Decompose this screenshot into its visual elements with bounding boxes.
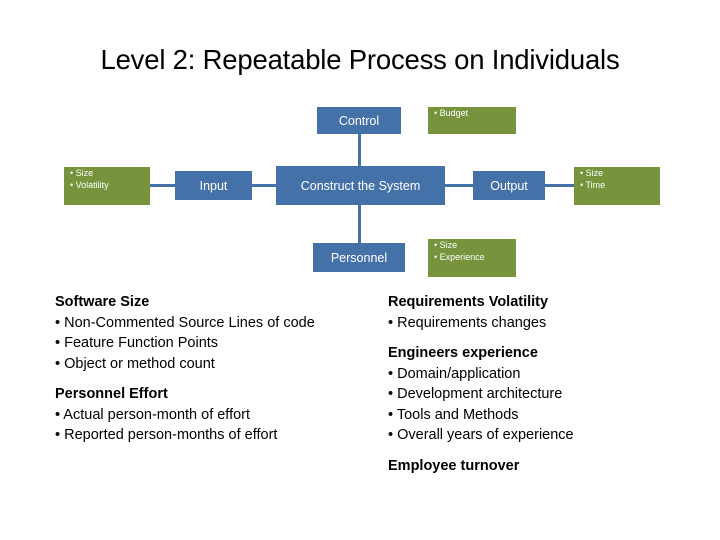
notes-right-bullet-domain-application: • Domain/application [388, 365, 521, 382]
input-box-label: Input [199, 178, 228, 193]
process-box[interactable]: Construct the System [276, 166, 445, 205]
input-attr-volatility: • Volatility [70, 180, 109, 190]
output-box-label: Output [490, 178, 528, 193]
notes-right-bullet-development-architecture: • Development architecture [388, 386, 563, 402]
control-attr-budget: • Budget [434, 108, 469, 118]
connector-process-to-output [445, 184, 473, 187]
notes-right-heading-employee-turnover: Employee turnover [388, 457, 520, 474]
notes-left-heading-personnel-effort: Personnel Effort [55, 386, 168, 402]
notes-right-bullet-years-experience: • Overall years of experience [388, 427, 574, 443]
personnel-attr-experience: • Experience [434, 252, 485, 262]
page-title: Level 2: Repeatable Process on Individua… [100, 44, 620, 75]
notes-left-heading-software-size: Software Size [55, 294, 150, 310]
notes-left-bullet-reported-effort: • Reported person-months of effort [55, 427, 278, 443]
personnel-box-label: Personnel [330, 250, 388, 265]
input-attributes-box[interactable]: • Size • Volatility [64, 167, 150, 205]
notes-left-bullet-object-count: • Object or method count [55, 355, 215, 372]
notes-right-bullet-requirements-changes: • Requirements changes [388, 314, 547, 331]
notes-right-bullet-tools-methods: • Tools and Methods [388, 406, 519, 423]
notes-left-bullet-actual-effort: • Actual person-month of effort [55, 406, 251, 423]
process-box-label: Construct the System [300, 178, 421, 193]
notes-right-spacer-1 [388, 333, 708, 343]
notes-right-heading-engineers-experience: Engineers experience [388, 345, 538, 361]
input-box[interactable]: Input [175, 171, 252, 200]
connector-output-to-attrs [545, 184, 574, 187]
output-box[interactable]: Output [473, 171, 545, 200]
personnel-attributes-box[interactable]: • Size • Experience [428, 239, 516, 277]
control-box[interactable]: Control [317, 107, 401, 134]
notes-left-bullet-function-points: • Feature Function Points [55, 335, 219, 351]
notes-left-column: Software Size • Non-Commented Source Lin… [55, 292, 385, 446]
notes-right-heading-requirements-volatility: Requirements Volatility [388, 294, 549, 310]
input-attr-size: • Size [70, 168, 94, 178]
control-attributes-box[interactable]: • Budget [428, 107, 516, 134]
connector-process-to-personnel [358, 201, 361, 243]
personnel-box[interactable]: Personnel [313, 243, 405, 272]
notes-left-spacer [55, 374, 385, 384]
notes-right-spacer-2 [388, 446, 708, 456]
control-box-label: Control [338, 113, 380, 128]
output-attr-size: • Size [580, 168, 604, 178]
notes-right-column: Requirements Volatility • Requirements c… [388, 292, 708, 476]
output-attr-time: • Time [580, 180, 606, 190]
notes-left-bullet-ncsl: • Non-Commented Source Lines of code [55, 314, 315, 331]
connector-control-to-process [358, 134, 361, 169]
personnel-attr-size: • Size [434, 240, 458, 250]
output-attributes-box[interactable]: • Size • Time [574, 167, 660, 205]
